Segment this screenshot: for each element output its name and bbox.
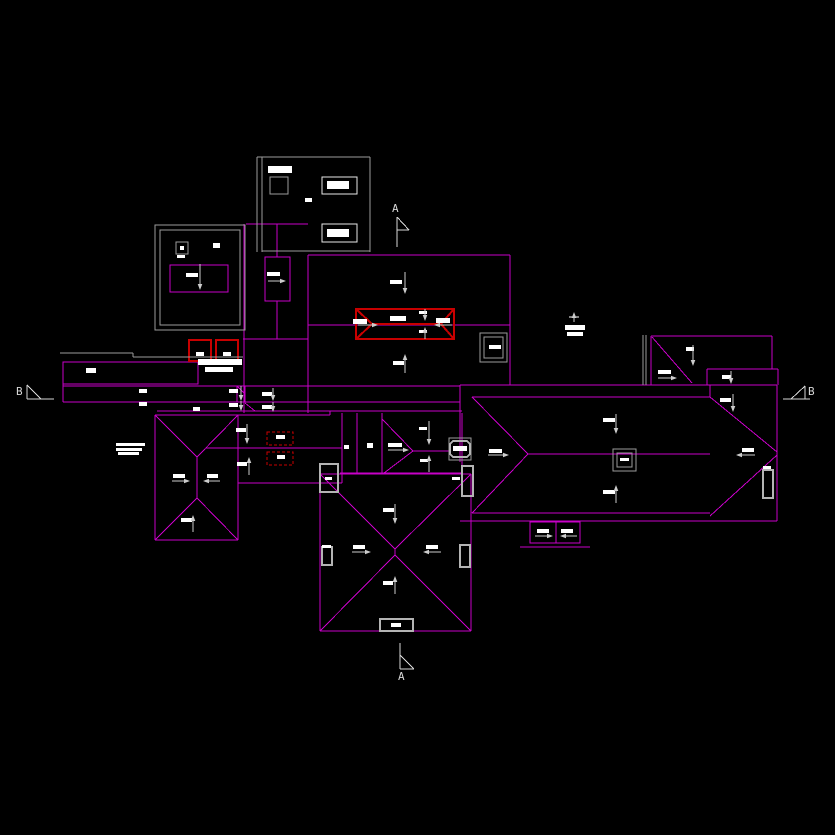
- magenta-roof-lines: [62, 223, 779, 632]
- slope-arrows: [172, 264, 755, 594]
- magenta-roof-rects: [62, 256, 581, 544]
- red-roof-lines: [355, 308, 455, 340]
- section-marker-label-a-top: A: [392, 202, 399, 215]
- annotation-text-blobs: [86, 166, 771, 627]
- gray-structure-rects: [154, 176, 637, 472]
- section-marker-label-b-left: B: [16, 385, 23, 398]
- section-marker-flags: [26, 216, 810, 670]
- section-marker-label-b-right: B: [808, 385, 815, 398]
- white-outline-rects: [321, 176, 358, 243]
- roof-drain-octagon: [449, 440, 471, 458]
- red-dashed-rects: [266, 431, 294, 466]
- gray-chimney-rects: [319, 463, 774, 632]
- section-marker-label-a-bottom: A: [398, 670, 405, 683]
- gray-structure-lines: [60, 156, 647, 385]
